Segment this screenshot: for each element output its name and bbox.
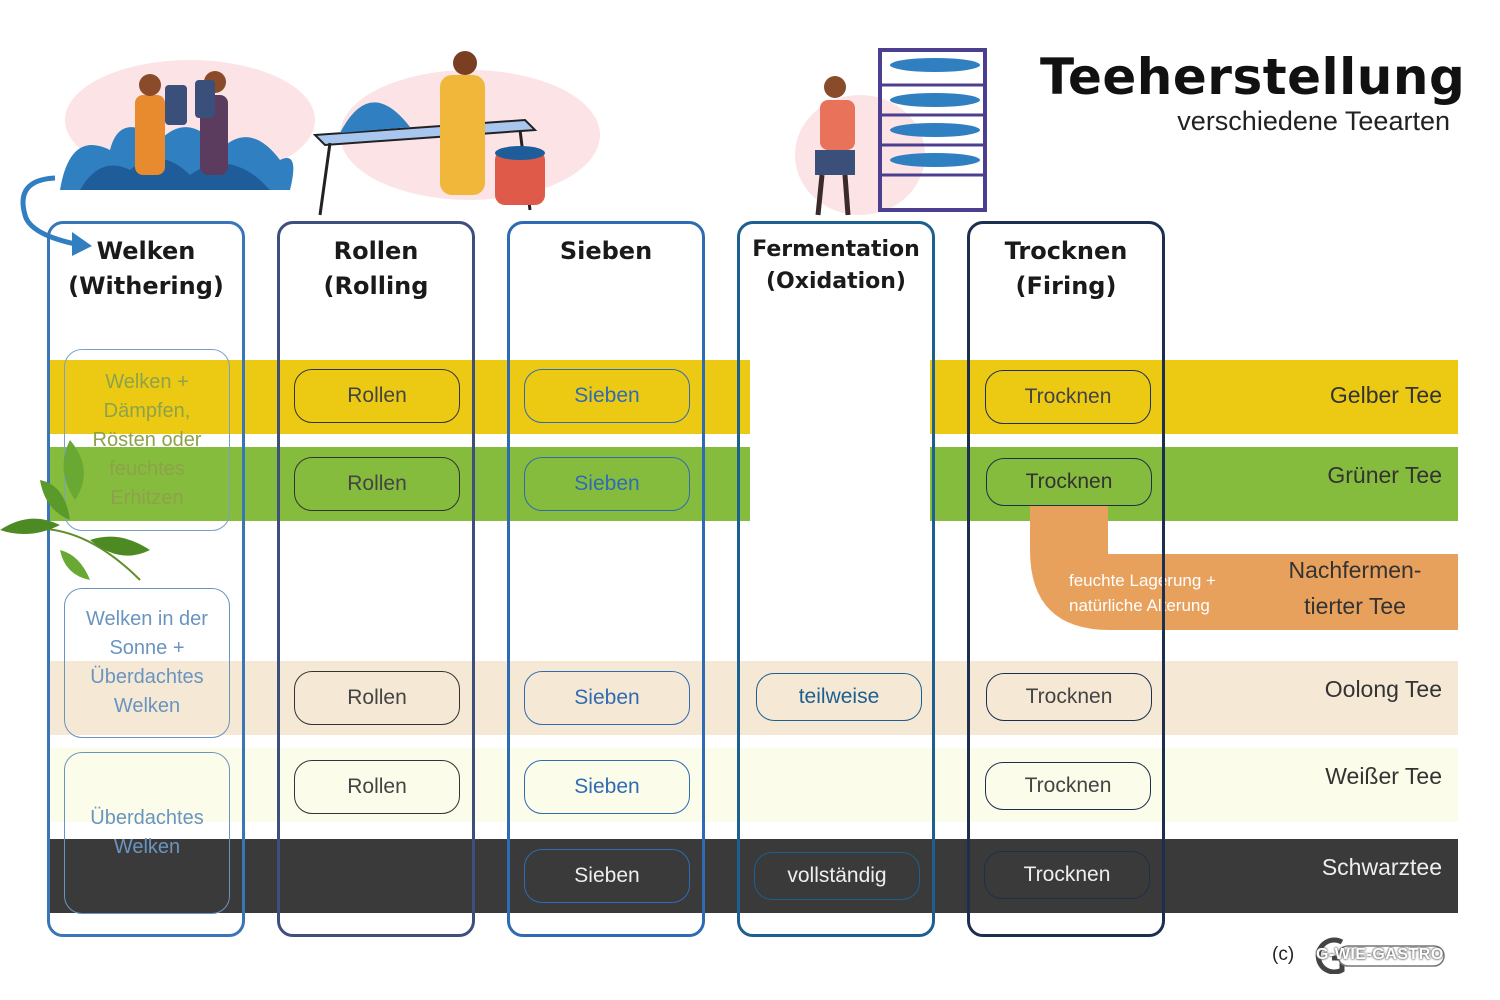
- column-header-withering-line1: Welken: [96, 237, 196, 265]
- cell-sieben-black: Sieben: [524, 849, 690, 903]
- cell-trocknen-oolong: Trocknen: [986, 673, 1152, 721]
- withering-box2-line4: Welken: [113, 695, 181, 717]
- withering-box1-line1: Welken +: [105, 370, 189, 393]
- postfermentation-note-line2: natürliche Alterung: [1069, 596, 1210, 615]
- copyright-label: (c): [1272, 944, 1295, 965]
- cell-rollen-yellow: Rollen: [294, 369, 460, 423]
- row-label-postfermented-line1: Nachfermen-: [1288, 557, 1422, 583]
- row-label-yellow-tea: Gelber Tee: [1329, 382, 1442, 408]
- logo-icon: [1315, 937, 1445, 974]
- curved-arrow-icon: [20, 175, 92, 256]
- cell-fermentation-oolong: teilweise: [756, 673, 922, 721]
- column-fermentation: [737, 221, 935, 937]
- column-header-firing: Trocknen (Firing): [967, 234, 1165, 304]
- cell-fermentation-black: vollständig: [754, 852, 920, 900]
- column-rolling: [277, 221, 475, 937]
- column-header-firing-line2: (Firing): [1015, 272, 1117, 300]
- cell-trocknen-green: Trocknen: [986, 458, 1152, 506]
- band-postfermented-tea: [1030, 486, 1458, 630]
- column-header-fermentation-line1: Fermentation: [752, 237, 920, 262]
- cell-sieben-green: Sieben: [524, 457, 690, 511]
- postfermentation-note: feuchte Lagerung + natürliche Alterung: [1069, 568, 1216, 618]
- row-label-green-tea: Grüner Tee: [1327, 462, 1442, 488]
- withering-box3-line2: Welken: [113, 836, 181, 858]
- withering-box-oolong: Welken in der Sonne + Überdachtes Welken: [64, 588, 230, 738]
- tea-pickers-illustration: [60, 60, 315, 190]
- column-withering: [47, 221, 245, 937]
- row-label-white-tea: Weißer Tee: [1325, 763, 1442, 789]
- rolling-table-illustration: [312, 51, 600, 216]
- column-header-sieving: Sieben: [507, 234, 705, 269]
- page-subtitle: verschiedene Teearten: [1177, 106, 1450, 136]
- column-header-withering: Welken (Withering): [47, 234, 245, 304]
- column-sieving: [507, 221, 705, 937]
- cell-rollen-oolong: Rollen: [294, 671, 460, 725]
- cell-rollen-white: Rollen: [294, 760, 460, 814]
- drying-rack-illustration: [795, 48, 987, 216]
- withering-box2-line3: Überdachtes: [90, 666, 204, 688]
- column-firing: [967, 221, 1165, 937]
- withering-box3-line1: Überdachtes: [90, 807, 204, 829]
- cell-sieben-yellow: Sieben: [524, 369, 690, 423]
- band-white-tea: [50, 748, 1458, 822]
- cell-sieben-white: Sieben: [524, 760, 690, 814]
- logo-text: G-WIE-GASTRO: [1316, 946, 1444, 963]
- withering-box-yellow-green: Welken + Dämpfen, Rösten oder feuchtes E…: [64, 349, 230, 531]
- column-header-sieving-line1: Sieben: [559, 237, 653, 265]
- column-header-rolling-line2: (Rolling: [323, 272, 429, 300]
- column-header-firing-line1: Trocknen: [1004, 237, 1128, 265]
- postfermentation-note-line1: feuchte Lagerung +: [1069, 571, 1216, 590]
- withering-box1-line3: Rösten oder: [92, 428, 202, 451]
- withering-box1-line2: Dämpfen,: [103, 399, 191, 422]
- band-oolong-tea: [50, 661, 1458, 735]
- column-header-fermentation: Fermentation (Oxidation): [737, 234, 935, 298]
- cell-trocknen-yellow: Trocknen: [985, 370, 1151, 424]
- row-label-black-tea: Schwarztee: [1321, 854, 1442, 880]
- cell-rollen-green: Rollen: [294, 457, 460, 511]
- column-header-rolling: Rollen (Rolling: [277, 234, 475, 304]
- row-label-postfermented-line2: tierter Tee: [1304, 593, 1406, 619]
- withering-box2-line1: Welken in der: [86, 608, 208, 630]
- tea-leaf-icon: [0, 440, 150, 581]
- withering-box1-line4: feuchtes: [109, 457, 185, 480]
- column-header-withering-line2: (Withering): [68, 272, 224, 300]
- cell-trocknen-black: Trocknen: [984, 851, 1150, 899]
- row-label-postfermented-tea: Nachfermen- tierter Tee: [1250, 552, 1460, 624]
- column-header-rolling-line1: Rollen: [333, 237, 419, 265]
- page-title: Teeherstellung: [1040, 48, 1466, 106]
- withering-box2-line2: Sonne +: [109, 637, 185, 659]
- cell-trocknen-white: Trocknen: [985, 762, 1151, 810]
- column-header-fermentation-line2: (Oxidation): [766, 269, 906, 294]
- withering-box-white-black: Überdachtes Welken: [64, 752, 230, 914]
- row-label-oolong-tea: Oolong Tee: [1324, 676, 1442, 702]
- withering-box1-line5: Erhitzen: [110, 486, 184, 509]
- cell-sieben-oolong: Sieben: [524, 671, 690, 725]
